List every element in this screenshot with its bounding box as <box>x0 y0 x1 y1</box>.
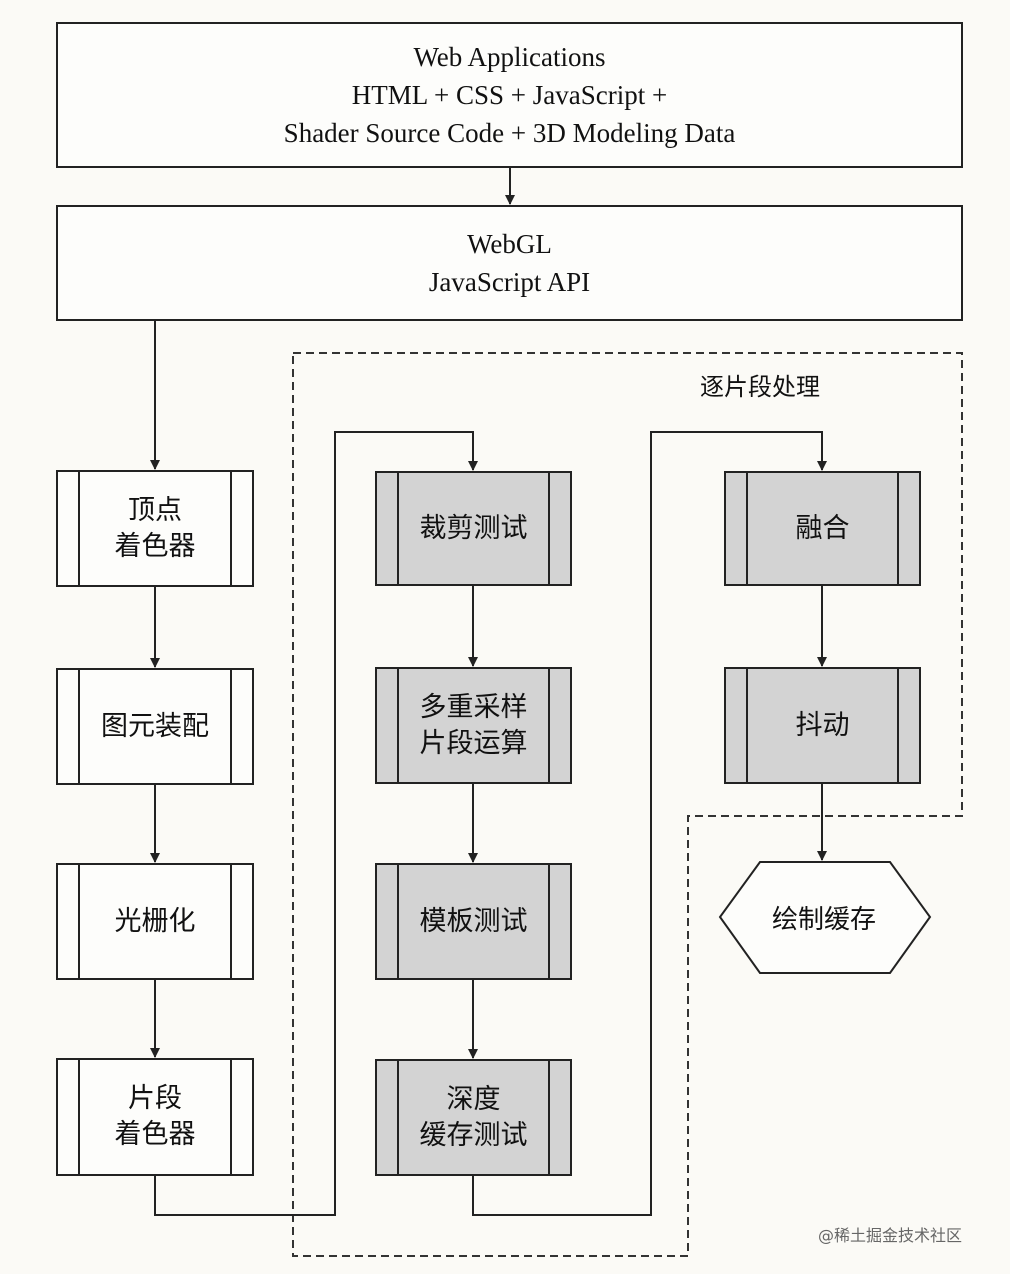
depth-test-box: 深度 缓存测试 <box>375 1059 572 1176</box>
vertex-shader-label-2: 着色器 <box>114 530 196 562</box>
web-applications-box: Web Applications HTML + CSS + JavaScript… <box>56 22 963 168</box>
dithering-box: 抖动 <box>724 667 921 784</box>
rasterization-label: 光栅化 <box>114 905 196 937</box>
fragment-shader-label-2: 着色器 <box>114 1119 196 1150</box>
web-applications-data: Shader Source Code + 3D Modeling Data <box>283 118 736 148</box>
webgl-api-box: WebGL JavaScript API <box>56 205 963 321</box>
scissor-test-label: 裁剪测试 <box>419 512 528 544</box>
framebuffer-label: 绘制缓存 <box>771 904 876 935</box>
scissor-test-box: 裁剪测试 <box>375 471 572 586</box>
watermark-text: @稀土掘金技术社区 <box>818 1226 963 1245</box>
framebuffer-hexagon <box>718 861 932 974</box>
primitive-assembly-label: 图元装配 <box>101 710 209 742</box>
vertex-shader-box: 顶点 着色器 <box>56 470 254 587</box>
rasterization-box: 光栅化 <box>56 863 254 980</box>
depth-test-label-2: 缓存测试 <box>419 1119 528 1151</box>
per-fragment-title: 逐片段处理 <box>700 373 820 401</box>
blending-label: 融合 <box>795 512 850 544</box>
blending-box: 融合 <box>724 471 921 586</box>
web-applications-title: Web Applications <box>413 42 606 72</box>
webgl-title: WebGL <box>467 229 552 259</box>
arrow-depth-to-blend <box>472 431 827 1216</box>
fragment-shader-label-1: 片段 <box>128 1083 182 1114</box>
depth-test-label-1: 深度 <box>446 1083 501 1115</box>
stencil-test-label: 模板测试 <box>419 905 528 937</box>
stencil-test-box: 模板测试 <box>375 863 572 980</box>
fragment-shader-box: 片段 着色器 <box>56 1058 254 1176</box>
multisample-box: 多重采样 片段运算 <box>375 667 572 784</box>
webgl-api-label: JavaScript API <box>428 267 591 297</box>
multisample-label-2: 片段运算 <box>419 727 528 759</box>
arrow-fragment-to-scissor <box>154 431 478 1216</box>
web-applications-stack: HTML + CSS + JavaScript + <box>351 80 668 110</box>
dithering-label: 抖动 <box>795 709 850 741</box>
primitive-assembly-box: 图元装配 <box>56 668 254 785</box>
multisample-label-1: 多重采样 <box>419 691 528 723</box>
vertex-shader-label-1: 顶点 <box>128 494 182 526</box>
per-fragment-region <box>292 352 963 1257</box>
